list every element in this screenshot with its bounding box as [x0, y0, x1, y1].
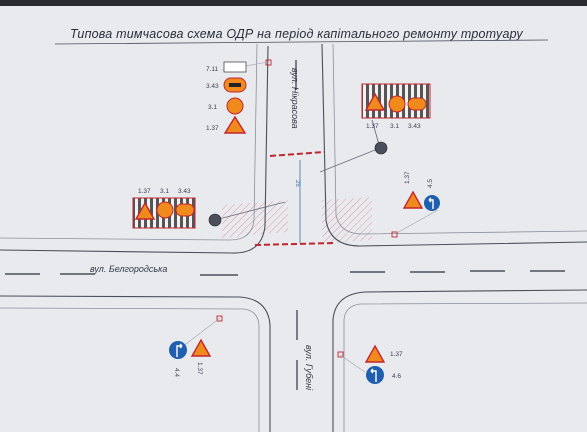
sign-no-entry-icon: [226, 97, 244, 115]
code-4-6: 4.6: [392, 373, 401, 380]
barrier-group-top-right: 1.37 3.1 3.43: [361, 83, 431, 130]
sign-roadwork-icon: [364, 92, 386, 111]
sign-group-bottom-left: 4.4 1.37: [169, 338, 212, 377]
code-3-1: 3.1: [390, 123, 399, 130]
sign-no-entry-icon: [156, 201, 174, 219]
code-1-37: 1.37: [206, 125, 219, 132]
sign-roadwork-icon: [402, 190, 424, 209]
sign-roadwork-icon: [364, 344, 386, 363]
arrow-glyph: [370, 368, 377, 382]
sign-direction-left-icon: [366, 366, 384, 384]
street-label-hubeni: вул. Губені: [304, 345, 314, 391]
code-1-37: 1.37: [196, 362, 203, 375]
code-3-43: 3.43: [178, 188, 191, 195]
code-3-1: 3.1: [208, 104, 217, 111]
arrow-glyph: [176, 343, 183, 357]
work-zone-right: [322, 197, 372, 244]
title-underline: [54, 39, 549, 45]
code-1-37: 1.37: [138, 188, 151, 195]
sign-direction-left-icon: [424, 195, 440, 211]
center-dashes: [5, 60, 565, 390]
code-1-37: 1.37: [390, 351, 403, 358]
street-label-belgorodska: вул. Белгородська: [90, 264, 167, 274]
manhole-left: [208, 213, 222, 227]
manhole-right: [374, 141, 388, 155]
code-4-4: 4.4: [173, 368, 180, 377]
code-1-37: 1.37: [366, 123, 379, 130]
sign-group-bottom-right: 1.37 4.6: [364, 344, 403, 384]
sign-no-entry-icon: [388, 95, 406, 113]
code-4-5: 4.5: [427, 179, 434, 188]
code-1-37: 1.37: [404, 171, 411, 184]
road-edges: [0, 43, 587, 432]
sign-roadwork-icon: [223, 115, 247, 134]
barrier-group-left: 1.37 3.1 3.43: [132, 188, 196, 229]
work-zone-left: [222, 200, 288, 238]
arrow-glyph: [428, 197, 434, 209]
dimension-label: 25: [294, 180, 300, 187]
sidewalk-edges: [0, 43, 587, 432]
sign-post-markers: [216, 59, 398, 358]
paper-shadow: [0, 0, 587, 6]
sign-stack-top-center: 7.11 3.43 3.1 1.37: [206, 61, 247, 134]
sign-no-trucks-icon: [407, 97, 427, 111]
street-label-nikrasova: вул. Нікрасова: [290, 68, 300, 129]
sign-direction-right-icon: [169, 341, 187, 359]
code-7-11: 7.11: [206, 66, 219, 73]
sign-roadwork-icon: [190, 338, 212, 357]
scheme-title: Типова тимчасова схема ОДР на період кап…: [70, 27, 523, 41]
code-3-43: 3.43: [206, 83, 219, 90]
sign-no-trucks-icon: [175, 203, 195, 217]
red-barriers: [254, 151, 336, 246]
sign-roadwork-icon: [134, 201, 156, 220]
sign-group-right-upper: 1.37 4.5: [402, 171, 440, 211]
sign-plate-7-11: [223, 61, 247, 73]
code-3-43: 3.43: [408, 123, 421, 130]
code-3-1: 3.1: [160, 188, 169, 195]
